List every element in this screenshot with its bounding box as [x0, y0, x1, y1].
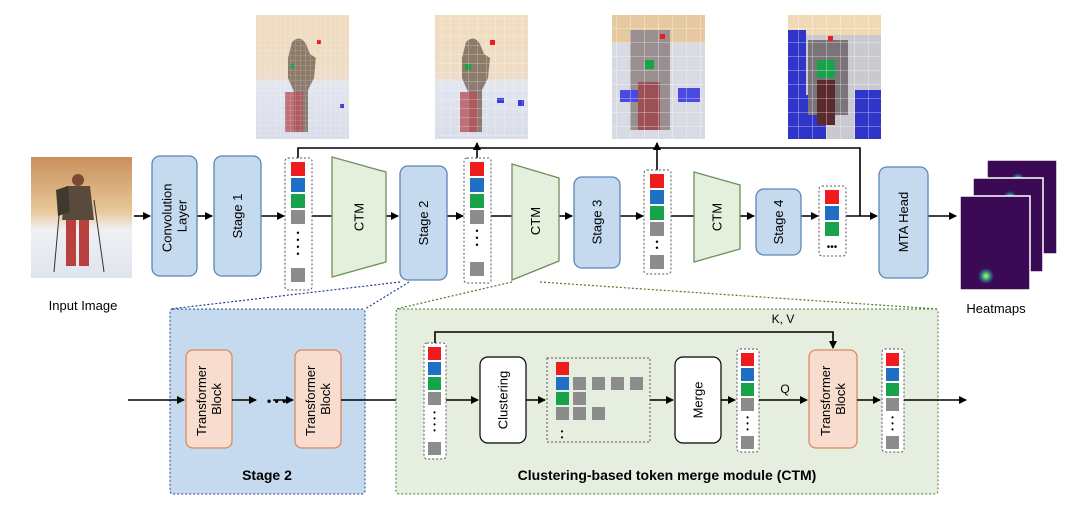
token-column-3: • • — [643, 169, 672, 275]
transformer-a-line2: Block — [209, 383, 224, 415]
svg-text:•: • — [296, 249, 299, 259]
token-map-stage4-image — [788, 15, 881, 139]
ctm-zoom-line-right — [539, 281, 939, 310]
pipeline-arrows — [134, 142, 957, 220]
ctm-detail-panel: • • • • Clustering • • Merge • • • — [395, 308, 939, 495]
svg-text:•: • — [891, 419, 894, 428]
mta-head-block: MTA Head — [878, 166, 929, 279]
svg-text:•: • — [891, 413, 894, 422]
stage2-zoom-line-right — [364, 281, 410, 310]
input-image-label: Input Image — [49, 298, 118, 313]
svg-text:•: • — [561, 427, 564, 436]
svg-text:•: • — [433, 420, 436, 429]
svg-text:•: • — [433, 414, 436, 423]
token-column-2: • • • — [463, 157, 492, 284]
stage3-label: Stage 3 — [590, 200, 605, 245]
token-column-4: ••• — [818, 185, 847, 257]
ctm2-block: CTM — [511, 163, 560, 281]
stage2-block: Stage 2 — [399, 165, 448, 281]
ctm3-block: CTM — [693, 171, 741, 263]
input-image — [31, 157, 132, 278]
heatmaps-label: Heatmaps — [966, 301, 1026, 316]
ctm3-label: CTM — [710, 203, 725, 231]
svg-text:Transformer Block: Transformer Block — [194, 362, 224, 436]
svg-text:•: • — [433, 408, 436, 417]
ctm-detail-title: Clustering-based token merge module (CTM… — [518, 467, 817, 483]
svg-text:•: • — [561, 433, 564, 442]
svg-text:•: • — [746, 425, 749, 434]
svg-text:•: • — [475, 233, 478, 243]
stage2-ellipsis: • • • — [267, 394, 286, 408]
stage3-block: Stage 3 — [573, 176, 621, 269]
svg-text:•: • — [655, 237, 658, 247]
q-label: Q — [780, 382, 789, 396]
ctm-zoom-line-left — [395, 281, 513, 310]
svg-text:•: • — [433, 426, 436, 435]
stage2-transformer-block-b — [294, 349, 342, 449]
ctm1-block: CTM — [331, 156, 387, 278]
svg-text:•: • — [475, 226, 478, 236]
svg-text:•: • — [296, 235, 299, 245]
svg-text:•: • — [655, 243, 658, 253]
transformer-b-line1: Transformer — [303, 365, 318, 436]
svg-text:Transformer Block: Transformer Block — [303, 362, 333, 436]
svg-text:Convolution Layer: Convolution Layer — [160, 180, 190, 252]
stage4-label: Stage 4 — [771, 200, 786, 245]
ctm-transformer-block — [808, 349, 858, 449]
stage2-detail-title: Stage 2 — [242, 467, 292, 483]
mta-head-label: MTA Head — [896, 192, 911, 252]
heatmaps-image — [959, 159, 1058, 291]
stage1-block: Stage 1 — [213, 155, 262, 277]
convolution-layer-block: Convolution Layer — [151, 155, 198, 277]
ctm1-label: CTM — [352, 203, 367, 231]
token-map-stage1-image — [256, 15, 349, 139]
stage2-label: Stage 2 — [416, 201, 431, 246]
transformer-b-line2: Block — [318, 383, 333, 415]
token-map-stage2-image — [435, 15, 528, 139]
kv-label: K, V — [772, 312, 795, 326]
merge-label: Merge — [691, 382, 706, 419]
stage2-transformer-block-a — [185, 349, 233, 449]
ctm-transformer-line1: Transformer — [818, 365, 833, 436]
stage1-label: Stage 1 — [230, 194, 245, 239]
svg-text:•: • — [891, 425, 894, 434]
svg-text:•: • — [475, 240, 478, 250]
stage4-block: Stage 4 — [755, 188, 802, 256]
conv-label-line1: Convolution — [160, 183, 175, 252]
stage2-detail-panel: Transformer Block Transformer Block • • … — [169, 308, 366, 495]
svg-text:•: • — [296, 242, 299, 252]
svg-text:•: • — [296, 228, 299, 238]
ctm-detail-arrows — [434, 331, 967, 404]
svg-text:•••: ••• — [827, 242, 838, 253]
svg-text:Transformer Block: Transformer Block — [818, 362, 848, 436]
svg-text:•: • — [746, 413, 749, 422]
ctm-transformer-line2: Block — [833, 383, 848, 415]
clustering-label: Clustering — [496, 371, 511, 430]
conv-label-line2: Layer — [175, 199, 190, 232]
svg-text:•: • — [746, 419, 749, 428]
token-column-1: • • • • — [284, 157, 313, 291]
transformer-a-line1: Transformer — [194, 365, 209, 436]
stage2-zoom-line-left — [169, 281, 401, 310]
ctm2-label: CTM — [528, 207, 543, 235]
token-map-stage3-image — [612, 15, 705, 139]
